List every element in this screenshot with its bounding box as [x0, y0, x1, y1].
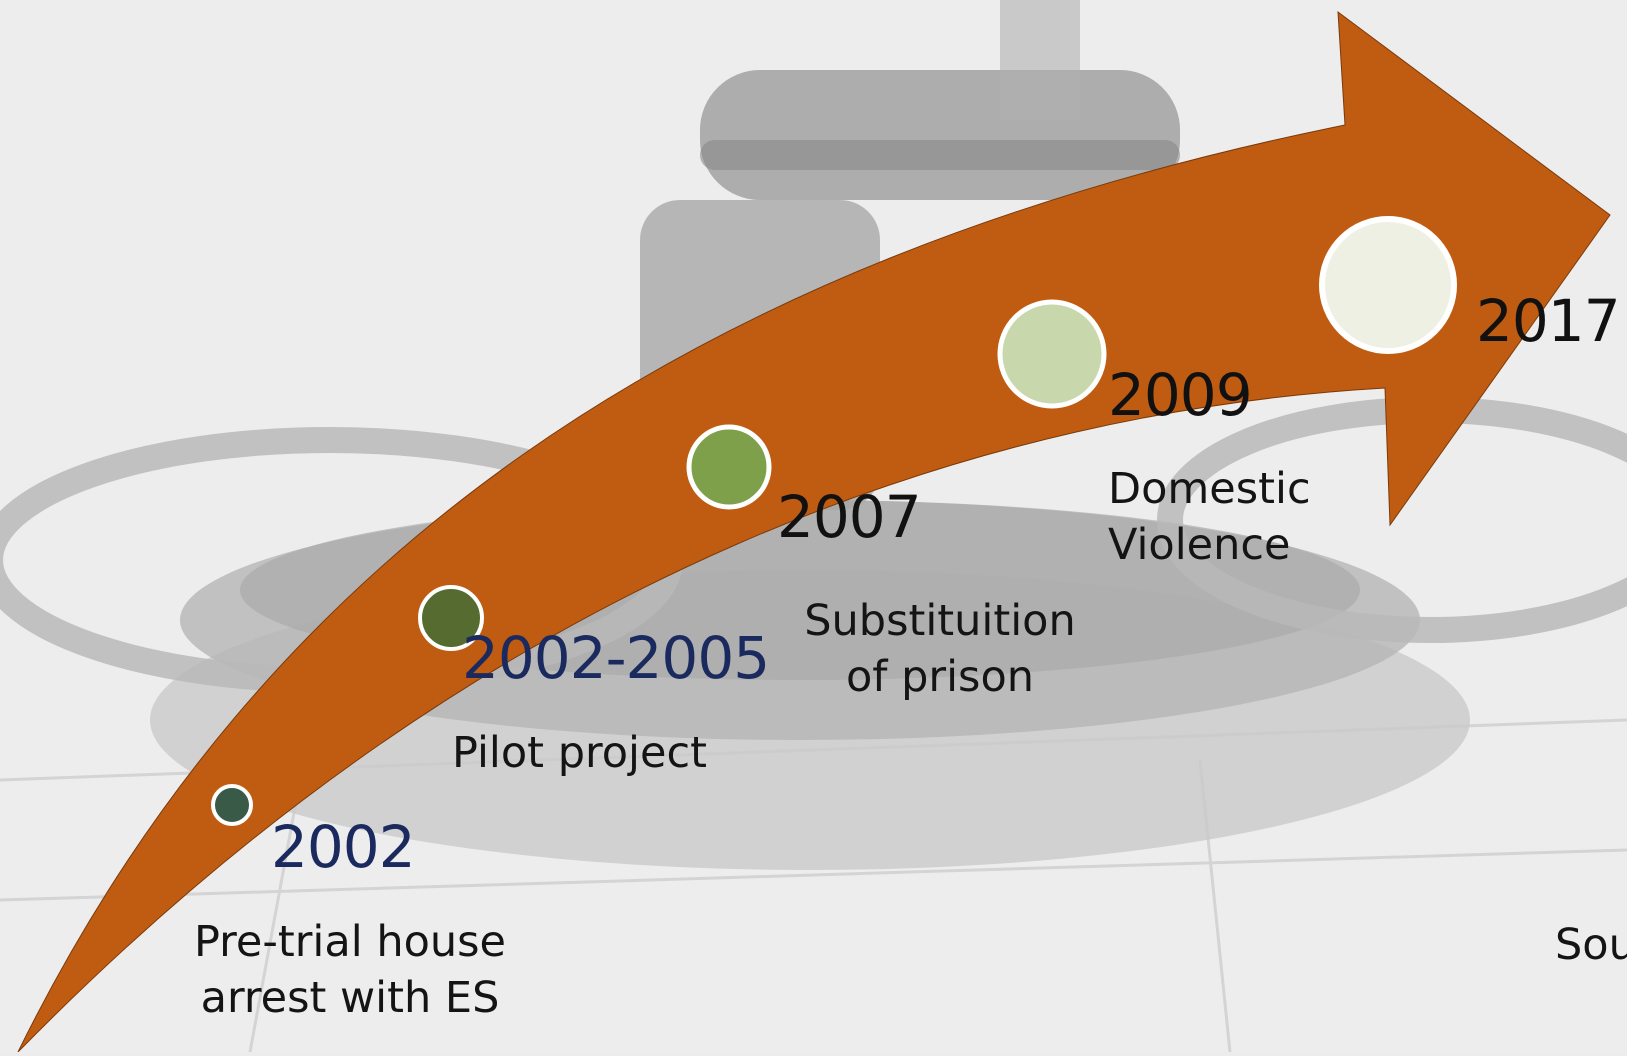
milestone-description-2009: Domestic Violence — [1108, 464, 1311, 570]
milestone-dot-2017 — [1319, 216, 1457, 354]
milestone-dot-2002 — [211, 784, 253, 826]
growth-arrow — [17, 10, 1611, 1053]
milestone-dot-2009 — [997, 299, 1107, 409]
cropped-text-right: Sou — [1555, 920, 1627, 970]
milestone-description-2002-2005: Pilot project — [452, 728, 707, 778]
milestone-year-2002: 2002 — [271, 813, 416, 881]
milestone-dot-2002-2005 — [418, 585, 484, 651]
milestone-year-2009: 2009 — [1108, 361, 1253, 429]
milestone-description-2007: Substituition of prison — [804, 596, 1076, 702]
milestone-year-2007: 2007 — [777, 483, 922, 551]
milestone-description-2002: Pre-trial house arrest with ES — [193, 917, 506, 1023]
milestone-year-2002-2005: 2002-2005 — [462, 624, 770, 692]
milestone-dot-2007 — [686, 424, 772, 510]
milestone-year-2017: 2017 — [1476, 287, 1621, 355]
